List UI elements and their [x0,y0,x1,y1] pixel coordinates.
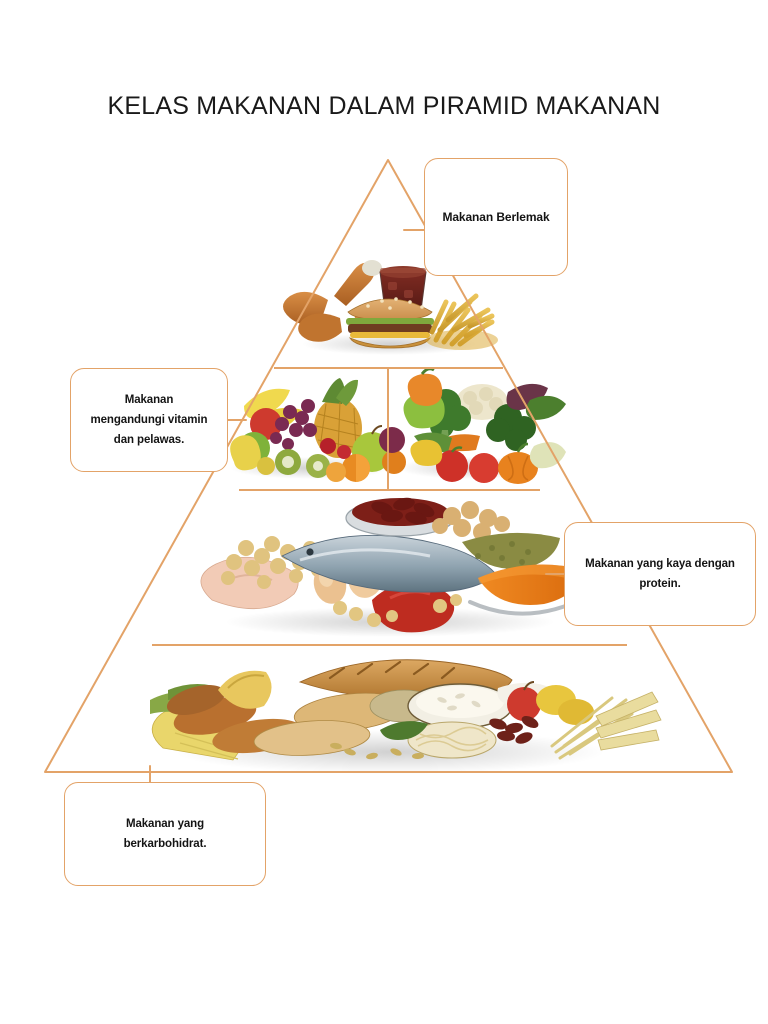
tier-fats-foods [283,260,498,355]
callout-carbo-text: Makanan yang berkarbohidrat. [75,814,255,854]
callout-makanan-vitamin: Makanan mengandungi vitamin dan pelawas. [70,368,228,472]
callout-protein-line-1: Makanan yang kaya dengan [585,557,735,570]
tier-vitamins-fruits [230,378,406,482]
callout-vitamin-line-1: Makanan [124,393,174,406]
callout-vitamin-text: Makanan mengandungi vitamin dan pelawas. [81,390,217,450]
callout-carbo-line-1: Makanan yang [125,817,205,830]
callout-vitamin-line-3: dan pelawas. [113,434,185,447]
callout-carbo-line-2: berkarbohidrat. [123,838,207,850]
callout-connectors [149,229,565,783]
callout-makanan-protein: Makanan yang kaya dengan protein. [564,522,756,626]
callout-protein-text: Makanan yang kaya dengan protein. [575,554,745,594]
page-title: KELAS MAKANAN DALAM PIRAMID MAKANAN [107,92,661,120]
tier-carbohydrates-foods [150,659,662,774]
callout-protein-line-2: protein. [639,578,681,590]
callout-fat-text: Makanan Berlemak [442,209,550,224]
tier-vitamins-vegetables [398,367,566,484]
callout-vitamin-line-2: mengandungi vitamin [90,413,208,426]
tier-protein-foods [200,497,590,637]
callout-makanan-berlemak: Makanan Berlemak [424,158,568,276]
callout-makanan-karbohidrat: Makanan yang berkarbohidrat. [64,782,266,886]
